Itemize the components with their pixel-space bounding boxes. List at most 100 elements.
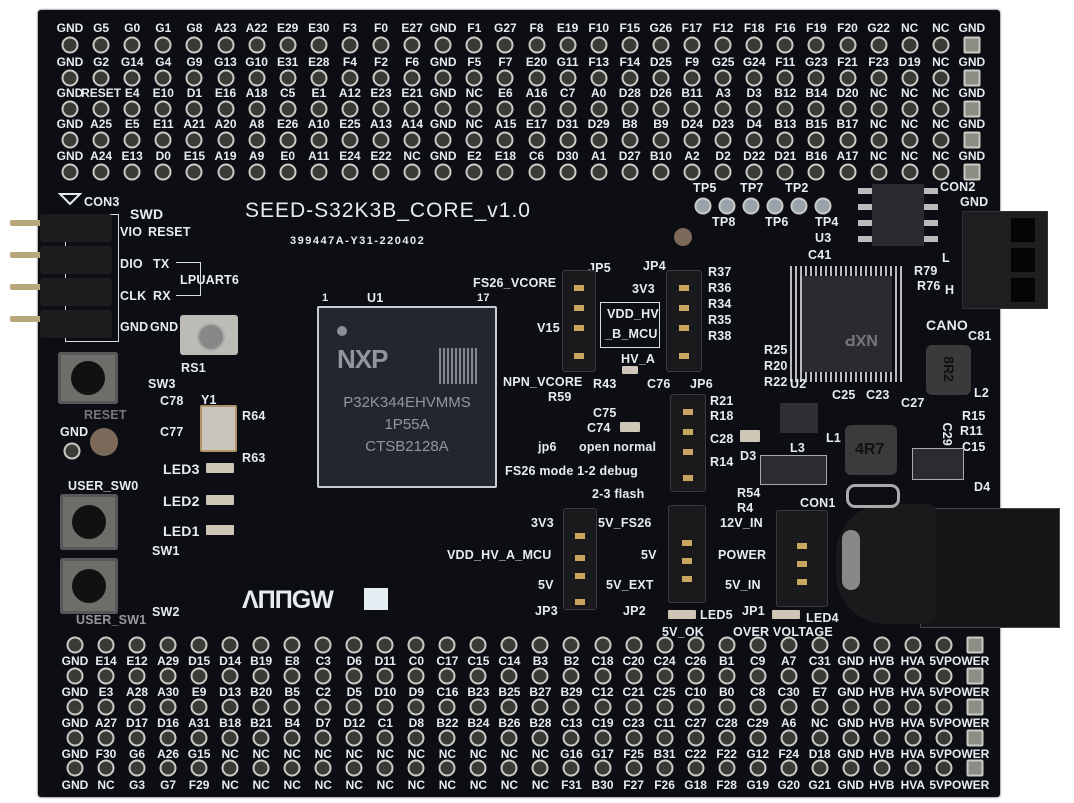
gnd-testpoint[interactable]	[63, 442, 81, 460]
header-pin-hole[interactable]	[154, 36, 172, 54]
header-pin-hole[interactable]	[159, 667, 177, 685]
header-pin-hole[interactable]	[252, 759, 270, 777]
header-pin-hole[interactable]	[718, 698, 736, 716]
header-pin-hole[interactable]	[562, 636, 580, 654]
header-pin-hole[interactable]	[97, 759, 115, 777]
header-pin-hole[interactable]	[873, 729, 891, 747]
header-pin-hole[interactable]	[559, 69, 577, 87]
header-pin-hole[interactable]	[780, 667, 798, 685]
header-pin-hole[interactable]	[531, 729, 549, 747]
header-pin-hole[interactable]	[935, 729, 953, 747]
header-pin-hole[interactable]	[217, 100, 234, 118]
header-pin-hole[interactable]	[61, 100, 79, 118]
header-pin-hole[interactable]	[190, 729, 208, 747]
header-pin-hole[interactable]	[407, 698, 425, 716]
header-pin-hole[interactable]	[185, 100, 203, 118]
testpoint-tp4[interactable]	[814, 197, 832, 215]
header-pin-hole[interactable]	[935, 698, 953, 716]
header-pin-hole[interactable]	[714, 69, 732, 87]
header-pin-hole[interactable]	[376, 698, 394, 716]
header-pin-hole[interactable]	[745, 131, 763, 149]
user-button-sw1[interactable]	[60, 494, 118, 550]
header-pin-hole[interactable]	[935, 759, 953, 777]
header-pin-hole[interactable]	[780, 759, 798, 777]
header-pin-hole[interactable]	[935, 667, 953, 685]
header-pin-hole[interactable]	[842, 698, 860, 716]
header-pin-hole[interactable]	[932, 69, 950, 87]
header-pin-hole[interactable]	[594, 667, 611, 685]
header-pin-hole[interactable]	[407, 636, 425, 654]
header-pin-hole[interactable]	[621, 131, 639, 149]
header-pin-hole[interactable]	[123, 36, 141, 54]
header-pin-hole[interactable]	[341, 69, 359, 87]
header-pin-hole[interactable]	[625, 667, 643, 685]
header-pin-hole[interactable]	[963, 69, 981, 87]
header-pin-hole[interactable]	[870, 131, 888, 149]
header-pin-hole[interactable]	[279, 163, 297, 181]
header-pin-hole[interactable]	[376, 759, 394, 777]
header-pin-hole[interactable]	[252, 636, 270, 654]
header-pin-hole[interactable]	[154, 163, 172, 181]
header-pin-hole[interactable]	[345, 636, 363, 654]
header-pin-hole[interactable]	[341, 100, 359, 118]
header-pin-hole[interactable]	[621, 163, 639, 181]
header-pin-hole[interactable]	[807, 131, 825, 149]
header-pin-hole[interactable]	[718, 729, 736, 747]
header-pin-hole[interactable]	[279, 69, 297, 87]
header-pin-hole[interactable]	[562, 698, 580, 716]
header-pin-hole[interactable]	[780, 698, 798, 716]
header-pin-hole[interactable]	[780, 636, 798, 654]
header-pin-hole[interactable]	[221, 729, 239, 747]
header-pin-hole[interactable]	[687, 729, 705, 747]
header-pin-hole[interactable]	[469, 698, 487, 716]
swd-header-con3[interactable]	[10, 214, 119, 342]
header-pin-hole[interactable]	[283, 729, 301, 747]
header-pin-hole[interactable]	[714, 131, 732, 149]
testpoint-tp2[interactable]	[790, 197, 808, 215]
header-pin-hole[interactable]	[123, 163, 141, 181]
header-pin-hole[interactable]	[97, 698, 115, 716]
header-pin-hole[interactable]	[248, 69, 266, 87]
header-pin-hole[interactable]	[842, 729, 860, 747]
header-pin-hole[interactable]	[780, 729, 798, 747]
header-pin-hole[interactable]	[873, 667, 891, 685]
header-pin-hole[interactable]	[61, 69, 79, 87]
header-pin-hole[interactable]	[776, 36, 794, 54]
header-pin-hole[interactable]	[279, 100, 297, 118]
header-pin-hole[interactable]	[745, 100, 763, 118]
header-pin-hole[interactable]	[528, 131, 545, 149]
header-pin-hole[interactable]	[621, 100, 639, 118]
header-pin-hole[interactable]	[92, 36, 110, 54]
header-pin-hole[interactable]	[221, 667, 239, 685]
header-pin-hole[interactable]	[932, 36, 950, 54]
header-pin-hole[interactable]	[528, 163, 545, 181]
header-pin-hole[interactable]	[656, 667, 674, 685]
header-pin-hole[interactable]	[252, 729, 270, 747]
header-pin-hole[interactable]	[190, 667, 208, 685]
header-pin-hole[interactable]	[963, 131, 981, 149]
header-pin-hole[interactable]	[656, 636, 674, 654]
header-pin-hole[interactable]	[190, 636, 208, 654]
header-pin-hole[interactable]	[496, 36, 514, 54]
header-pin-hole[interactable]	[314, 667, 332, 685]
header-pin-hole[interactable]	[749, 636, 767, 654]
header-pin-hole[interactable]	[839, 131, 856, 149]
header-pin-hole[interactable]	[403, 69, 421, 87]
header-pin-hole[interactable]	[966, 759, 984, 777]
header-pin-hole[interactable]	[159, 636, 177, 654]
header-pin-hole[interactable]	[562, 667, 580, 685]
header-pin-hole[interactable]	[590, 163, 608, 181]
header-pin-hole[interactable]	[807, 100, 825, 118]
header-pin-hole[interactable]	[652, 69, 670, 87]
jumper-jp6[interactable]	[670, 394, 706, 492]
header-pin-hole[interactable]	[749, 698, 767, 716]
header-pin-hole[interactable]	[438, 698, 456, 716]
header-pin-hole[interactable]	[562, 759, 580, 777]
header-pin-hole[interactable]	[372, 131, 390, 149]
testpoint-tp8[interactable]	[718, 197, 736, 215]
header-pin-hole[interactable]	[745, 36, 763, 54]
header-pin-hole[interactable]	[438, 636, 456, 654]
header-pin-hole[interactable]	[376, 729, 394, 747]
header-pin-hole[interactable]	[465, 163, 483, 181]
header-pin-hole[interactable]	[185, 69, 203, 87]
